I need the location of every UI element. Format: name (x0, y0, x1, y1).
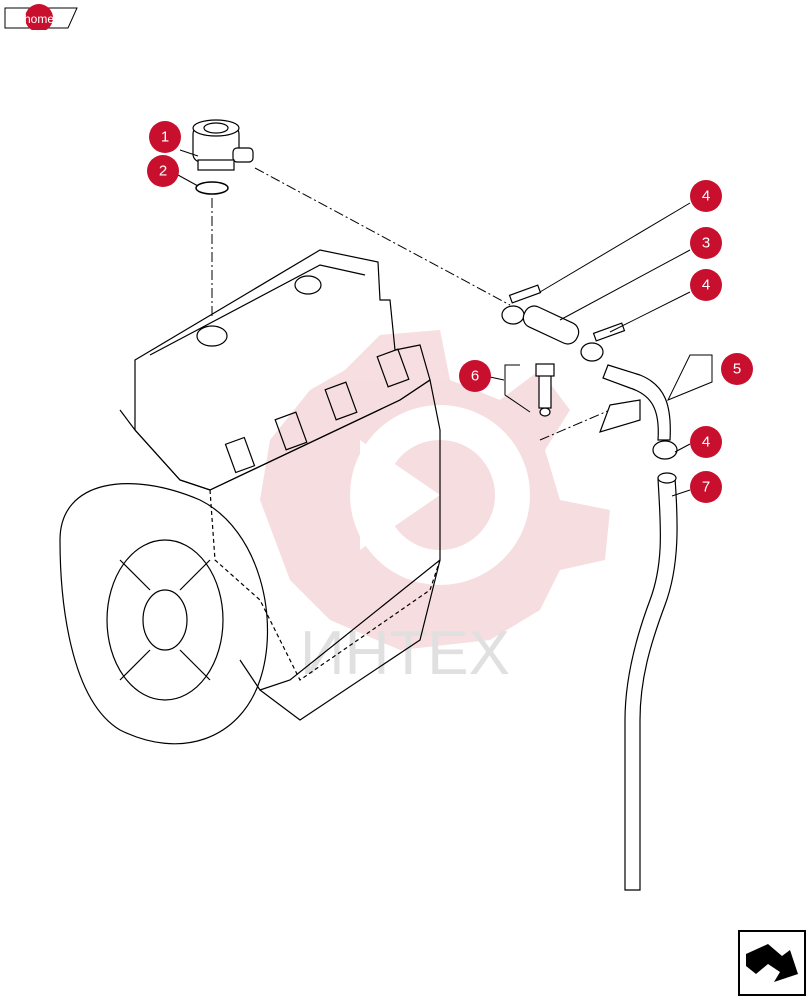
callout-7-label: 7 (702, 479, 710, 496)
callout-3-label: 3 (702, 235, 710, 252)
callout-4-bottom-label: 4 (702, 434, 710, 451)
callout-1-label: 1 (161, 129, 169, 146)
home-label: home (23, 12, 55, 26)
callout-4-bottom[interactable]: 4 (690, 426, 722, 458)
engine-block (59, 249, 441, 745)
callout-6-label: 6 (471, 368, 479, 385)
callout-4-middle-label: 4 (702, 277, 710, 294)
callout-4-top-label: 4 (702, 188, 710, 205)
callout-4-top[interactable]: 4 (690, 180, 722, 212)
hose-parts (501, 284, 678, 891)
breather-cap (192, 119, 254, 171)
watermark-gear-icon (260, 330, 610, 650)
home-button[interactable]: home (4, 4, 78, 32)
callout-7[interactable]: 7 (690, 471, 722, 503)
callout-5-label: 5 (733, 361, 741, 378)
callout-5[interactable]: 5 (721, 353, 753, 385)
next-page-button[interactable] (738, 930, 806, 996)
callout-2-label: 2 (159, 163, 167, 180)
next-page-arrow-icon (738, 930, 806, 996)
alignment-lines (211, 167, 611, 441)
watermark-text: ИНТЕХ (300, 619, 510, 688)
callout-1[interactable]: 1 (149, 121, 181, 153)
leader-brackets (177, 149, 713, 497)
callout-4-middle[interactable]: 4 (690, 269, 722, 301)
callout-6[interactable]: 6 (459, 360, 491, 392)
home-tab-icon (4, 4, 78, 32)
callout-2[interactable]: 2 (147, 155, 179, 187)
o-ring (195, 181, 229, 195)
callout-3[interactable]: 3 (690, 227, 722, 259)
